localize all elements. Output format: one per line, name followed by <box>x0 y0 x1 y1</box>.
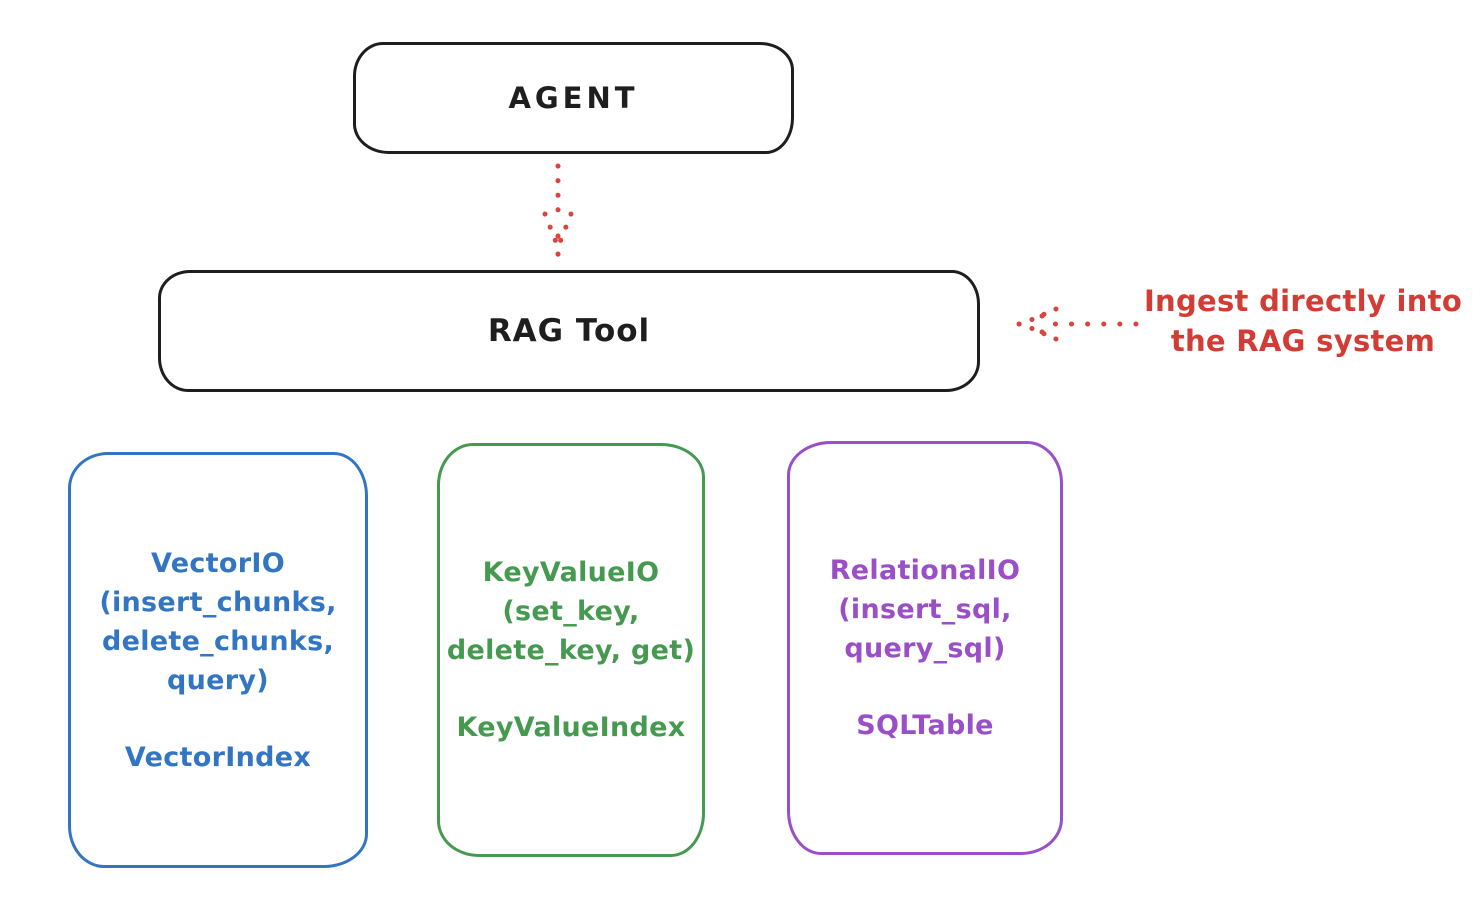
vector-io-methods-line-2: delete_chunks, <box>101 625 335 657</box>
rag-tool-box-label: RAG Tool <box>487 313 651 349</box>
relational-io-title: RelationalIO <box>829 555 1021 586</box>
ingest-annotation-line-1: Ingest directly into <box>1143 284 1463 318</box>
relational-io-box: RelationalIO (insert_sql, query_sql) SQL… <box>787 441 1063 855</box>
keyvalue-io-methods-line-2: delete_key, get) <box>446 635 696 666</box>
relational-io-methods-line-1: (insert_sql, <box>838 594 1012 625</box>
keyvalue-io-title: KeyValueIO <box>482 557 660 588</box>
agent-box-label: AGENT <box>508 81 639 115</box>
vector-index-label: VectorIndex <box>124 741 312 773</box>
relational-io-methods-line-2: query_sql) <box>844 633 1006 664</box>
sql-table-label: SQLTable <box>856 710 994 741</box>
vector-io-methods-line-1: (insert_chunks, <box>99 586 337 618</box>
ingest-annotation: Ingest directly into the RAG system <box>1138 281 1468 361</box>
ingest-annotation-line-2: the RAG system <box>1170 324 1436 358</box>
keyvalue-io-box: KeyValueIO (set_key, delete_key, get) Ke… <box>437 443 705 857</box>
arrow-left-icon <box>1016 306 1139 342</box>
keyvalue-io-methods-line-1: (set_key, <box>502 596 640 627</box>
vector-io-box: VectorIO (insert_chunks, delete_chunks, … <box>68 452 368 868</box>
rag-tool-box: RAG Tool <box>158 270 980 392</box>
vector-io-title: VectorIO <box>151 547 285 579</box>
agent-box: AGENT <box>353 42 794 154</box>
keyvalue-index-label: KeyValueIndex <box>456 712 686 743</box>
arrow-down-icon <box>542 163 574 257</box>
vector-io-methods-line-3: query) <box>167 664 269 696</box>
